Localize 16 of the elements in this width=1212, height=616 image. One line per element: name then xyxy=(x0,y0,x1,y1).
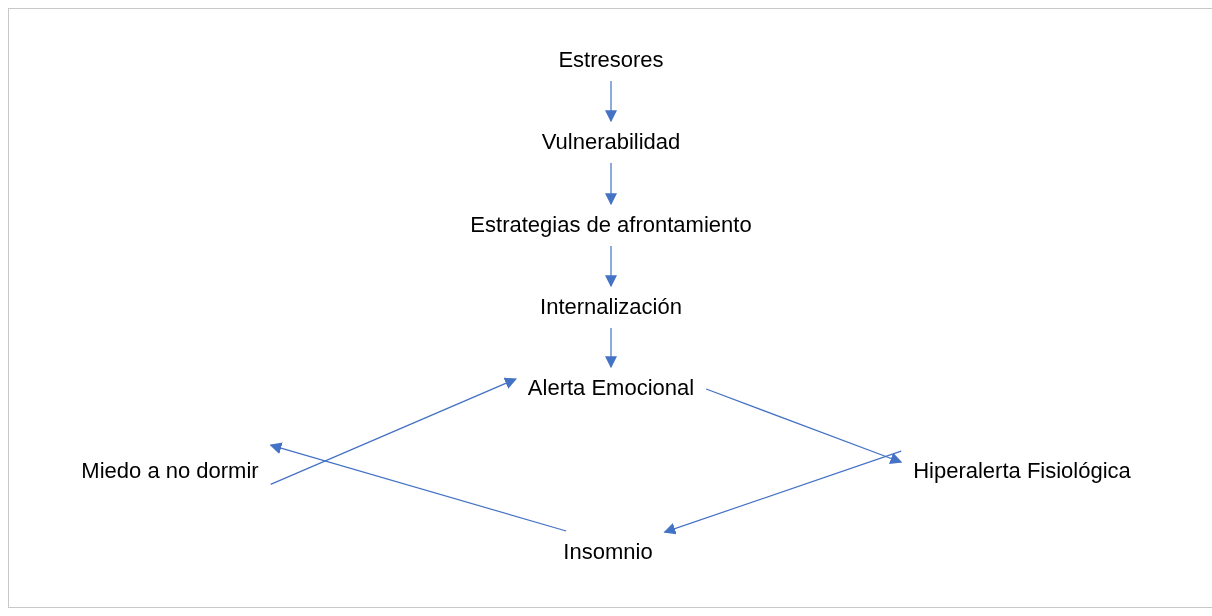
arrow xyxy=(269,442,567,532)
node-label: Miedo a no dormir xyxy=(81,458,259,483)
node-label: Hiperalerta Fisiológica xyxy=(913,458,1131,483)
arrow xyxy=(605,327,617,369)
arrow xyxy=(705,388,903,464)
node-label: Estrategias de afrontamiento xyxy=(470,212,752,237)
arrow xyxy=(605,245,617,288)
node-label: Internalización xyxy=(540,294,682,319)
node-label: Vulnerabilidad xyxy=(541,129,681,154)
node-label: Alerta Emocional xyxy=(527,375,695,400)
arrow xyxy=(270,377,517,485)
arrow xyxy=(605,162,617,206)
node-label: Estresores xyxy=(558,47,664,72)
node-label: Insomnio xyxy=(563,539,653,564)
arrow xyxy=(605,80,617,123)
arrow xyxy=(663,450,902,535)
